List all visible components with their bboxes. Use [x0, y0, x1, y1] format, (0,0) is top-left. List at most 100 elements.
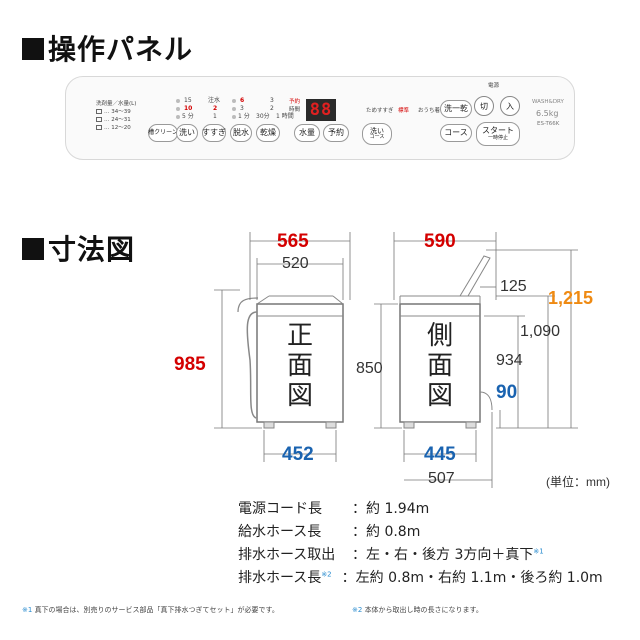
dry-button[interactable]: 乾燥 [256, 124, 280, 142]
dim-inner-height: 934 [496, 352, 523, 369]
square-bullet-icon [22, 38, 44, 60]
footnote-mark: ※2 [321, 570, 332, 579]
dimension-section-title: 寸法図 [22, 228, 135, 268]
rinse-label: すすぎ [202, 128, 226, 137]
water-level-button[interactable]: 水量 [294, 124, 320, 142]
power-on-button[interactable]: 入 [500, 96, 520, 116]
rinse-time: 2 [213, 105, 218, 112]
rinse-button[interactable]: すすぎ [202, 124, 226, 142]
rinse-time: 注水 [208, 97, 221, 104]
dimension-section-title-text: 寸法図 [48, 233, 136, 266]
spin-time: 1 分 [238, 113, 250, 120]
capacity-text: 6.5kg [536, 109, 559, 118]
dim-front-width-max: 565 [277, 231, 309, 252]
front-view-label: 正面図 [286, 321, 313, 411]
power-off-button[interactable]: 切 [474, 96, 494, 116]
dry-label: 乾燥 [260, 128, 276, 137]
panel-section-title: 操作パネル [22, 28, 193, 68]
start-button[interactable]: スタート 一時停止 [476, 122, 520, 146]
reserve-indicator: 予約 [289, 99, 301, 105]
reserve-button[interactable]: 予約 [323, 124, 349, 142]
indicator-led [232, 107, 236, 111]
wash-time: 10 [184, 105, 193, 112]
start-sub: 一時停止 [487, 134, 508, 141]
indicator-led [176, 99, 180, 103]
indicator-led [232, 115, 236, 119]
spec-row-power-cord: 電源コード長 ：約 1.94m [238, 502, 429, 516]
spec-value: ：左・右・後方 3方向＋真下 [352, 547, 534, 563]
spin-button[interactable]: 脱水 [230, 124, 252, 142]
indicator-led [176, 115, 180, 119]
dim-side-depth-base-inner: 445 [424, 444, 456, 465]
wash-button[interactable]: 洗い [176, 124, 198, 142]
power-off-label: 切 [480, 101, 488, 111]
wash-dry-button[interactable]: 洗一乾 [440, 100, 472, 118]
time-display: 88 [306, 99, 336, 121]
wash-time: 15 [184, 97, 192, 104]
water-level-label: 水量 [299, 128, 315, 137]
reserve-label: 予約 [328, 128, 344, 137]
course-option: 標準 [398, 108, 410, 114]
footnote-text: 本体から取出し時の長さになります。 [364, 606, 483, 614]
unit-note: (単位：mm) [546, 475, 610, 489]
spec-value: ：約 0.8m [352, 524, 421, 540]
wash-time: 5 分 [182, 113, 194, 120]
model-text: ES-T66K [537, 121, 560, 127]
wash-course-button[interactable]: 洗い コース [362, 123, 392, 145]
cup-icon [96, 117, 102, 122]
dim-front-height: 985 [174, 354, 206, 375]
course-label: コース [444, 128, 468, 137]
start-label: スタート [482, 126, 514, 136]
side-view-label: 側面図 [426, 321, 453, 411]
footnote-mark: ※1 [533, 547, 544, 556]
power-heading: 電源 [488, 83, 500, 89]
dim-front-width-body: 520 [282, 255, 309, 272]
cup-icon [96, 109, 102, 114]
spec-label: 排水ホース長 [238, 570, 322, 586]
capacity-row: … 34～39 [104, 109, 131, 115]
panel-section-title-text: 操作パネル [48, 33, 194, 66]
capacity-row: … 24～31 [104, 117, 131, 123]
wash-course-sub: コース [369, 134, 385, 141]
dry-time: 1 時間 [276, 113, 294, 120]
course-option: おうち着 [418, 108, 441, 114]
wash-dry-label: 洗一乾 [444, 104, 468, 113]
wash-course-label: 洗い [370, 126, 384, 135]
dim-side-hose-offset: 125 [500, 278, 527, 295]
footnote-1: ※1 真下の場合は、別売りのサービス部品「真下排水つぎてセット」が必要です。 [22, 605, 279, 615]
footnote-mark: ※2 [352, 606, 363, 614]
spec-value: ：左約 0.8m・右約 1.1m・後ろ約 1.0m [341, 570, 603, 586]
course-button[interactable]: コース [440, 124, 472, 142]
dim-front-depth-base: 452 [282, 444, 314, 465]
footnote-text: 真下の場合は、別売りのサービス部品「真下排水つぎてセット」が必要です。 [34, 606, 279, 614]
spec-value: ：約 1.94m [352, 501, 430, 517]
dim-lid-open-height: 1,215 [548, 288, 594, 308]
hour-indicator: 時間 [289, 107, 301, 113]
spec-row-drain-hose: 排水ホース長※2 ：左約 0.8m・右約 1.1m・後ろ約 1.0m [238, 571, 603, 585]
square-bullet-icon [22, 238, 44, 260]
power-on-label: 入 [506, 101, 514, 111]
capacity-heading: 洗剤量／水量(L) [96, 101, 137, 107]
indicator-led [176, 107, 180, 111]
course-option: ためすすぎ [366, 108, 394, 114]
dim-side-height: 850 [356, 360, 383, 377]
spec-row-supply-hose: 給水ホース長 ：約 0.8m [238, 525, 420, 539]
rinse-time: 1 [213, 113, 217, 120]
dry-time: 3 [270, 97, 274, 104]
spec-label: 給水ホース長 [238, 524, 322, 540]
dim-side-depth-base-outer: 507 [428, 470, 455, 487]
dry-time: 30分 [256, 113, 270, 120]
spec-row-drain-outlet: 排水ホース取出：左・右・後方 3方向＋真下※1 [238, 548, 544, 562]
dim-side-depth-max: 590 [424, 231, 456, 252]
spec-label: 電源コード長 [238, 501, 322, 517]
soak-clean-label: 槽クリーン [148, 129, 178, 136]
footnote-2: ※2 本体から取出し時の長さになります。 [352, 605, 483, 615]
wash-label: 洗い [179, 128, 195, 137]
spin-time: 6 [240, 97, 245, 104]
cup-icon [96, 125, 102, 130]
spin-label: 脱水 [233, 128, 249, 137]
dry-time: 2 [270, 105, 274, 112]
brand-text: WASH&DRY [532, 99, 564, 105]
spin-time: 3 [240, 105, 244, 112]
